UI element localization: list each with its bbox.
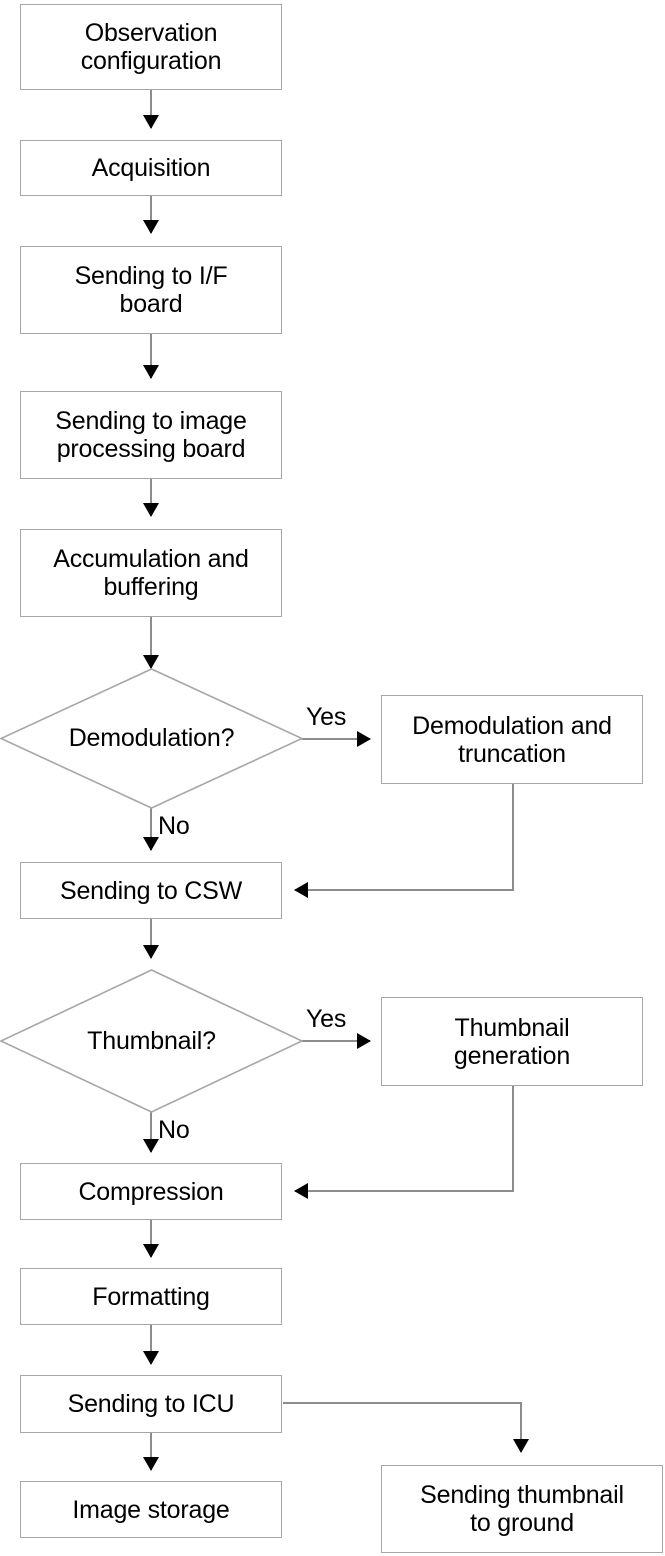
node-sending-to-if-board[interactable]: Sending to I/F board [20, 246, 282, 334]
diamond-shape-thumbnail [0, 969, 303, 1113]
node-label-demodulation-truncation: Demodulation and truncation [386, 712, 638, 768]
edge-truncation-to-csw [294, 784, 514, 898]
node-label-demodulation-decision: Demodulation? [0, 668, 303, 809]
edge-label-demodulation-yes: Yes [306, 703, 347, 731]
node-line-1: Observation [84, 19, 218, 47]
diamond-shape-demodulation [0, 668, 303, 809]
node-sending-to-icu[interactable]: Sending to ICU [20, 1375, 282, 1433]
node-line-1: Sending to image [55, 407, 247, 435]
node-label-image-storage: Image storage [72, 1495, 230, 1524]
node-line-1: Sending thumbnail [420, 1481, 624, 1509]
node-label-sending-to-if-board: Sending to I/F board [25, 262, 277, 318]
node-line-2: board [119, 290, 183, 318]
node-label-sending-to-icu: Sending to ICU [67, 1390, 235, 1418]
node-line-2: truncation [458, 739, 566, 768]
node-label-thumbnail-decision: Thumbnail? [0, 969, 303, 1113]
node-line-2: to ground [470, 1509, 574, 1537]
edge-label-demodulation-no: No [158, 812, 190, 840]
node-label-observation-configuration: Observation configuration [25, 19, 277, 75]
node-label-formatting: Formatting [92, 1282, 210, 1311]
node-line-1: Thumbnail [454, 1013, 570, 1042]
node-label-sending-to-image-board: Sending to image processing board [25, 407, 277, 463]
diamond-text: Demodulation? [68, 724, 235, 752]
node-observation-configuration[interactable]: Observation configuration [20, 4, 282, 90]
node-acquisition[interactable]: Acquisition [20, 140, 282, 196]
node-sending-to-csw[interactable]: Sending to CSW [20, 862, 282, 919]
node-image-storage[interactable]: Image storage [20, 1481, 282, 1538]
node-demodulation-decision[interactable]: Demodulation? [0, 668, 303, 809]
node-thumbnail-generation[interactable]: Thumbnail generation [381, 997, 643, 1086]
node-label-compression: Compression [78, 1177, 224, 1206]
node-label-accumulation-buffering: Accumulation and buffering [25, 545, 277, 601]
edge-label-thumbnail-no: No [158, 1116, 190, 1144]
node-label-thumbnail-generation: Thumbnail generation [386, 1014, 638, 1070]
node-line-1: Sending to I/F [74, 262, 228, 290]
diamond-text: Thumbnail? [87, 1026, 216, 1055]
node-line-1: Accumulation and [53, 545, 249, 573]
node-line-1: Demodulation and [412, 711, 612, 740]
node-sending-thumbnail-to-ground[interactable]: Sending thumbnail to ground [381, 1465, 663, 1553]
node-compression[interactable]: Compression [20, 1163, 282, 1220]
node-line-2: configuration [80, 47, 222, 75]
node-thumbnail-decision[interactable]: Thumbnail? [0, 969, 303, 1113]
edge-thumbnailgen-to-compression [294, 1086, 514, 1199]
node-line-2: buffering [103, 573, 199, 601]
node-sending-to-image-board[interactable]: Sending to image processing board [20, 391, 282, 479]
node-label-sending-thumbnail-to-ground: Sending thumbnail to ground [386, 1481, 658, 1537]
node-accumulation-buffering[interactable]: Accumulation and buffering [20, 529, 282, 617]
node-line-2: generation [453, 1041, 571, 1070]
node-label-sending-to-csw: Sending to CSW [59, 876, 242, 905]
edge-label-thumbnail-yes: Yes [306, 1005, 347, 1033]
node-line-2: processing board [56, 435, 246, 463]
node-label-acquisition: Acquisition [91, 154, 211, 182]
node-formatting[interactable]: Formatting [20, 1268, 282, 1325]
edge-icu-to-thumbnail-ground [283, 1402, 529, 1453]
node-demodulation-truncation[interactable]: Demodulation and truncation [381, 695, 643, 784]
